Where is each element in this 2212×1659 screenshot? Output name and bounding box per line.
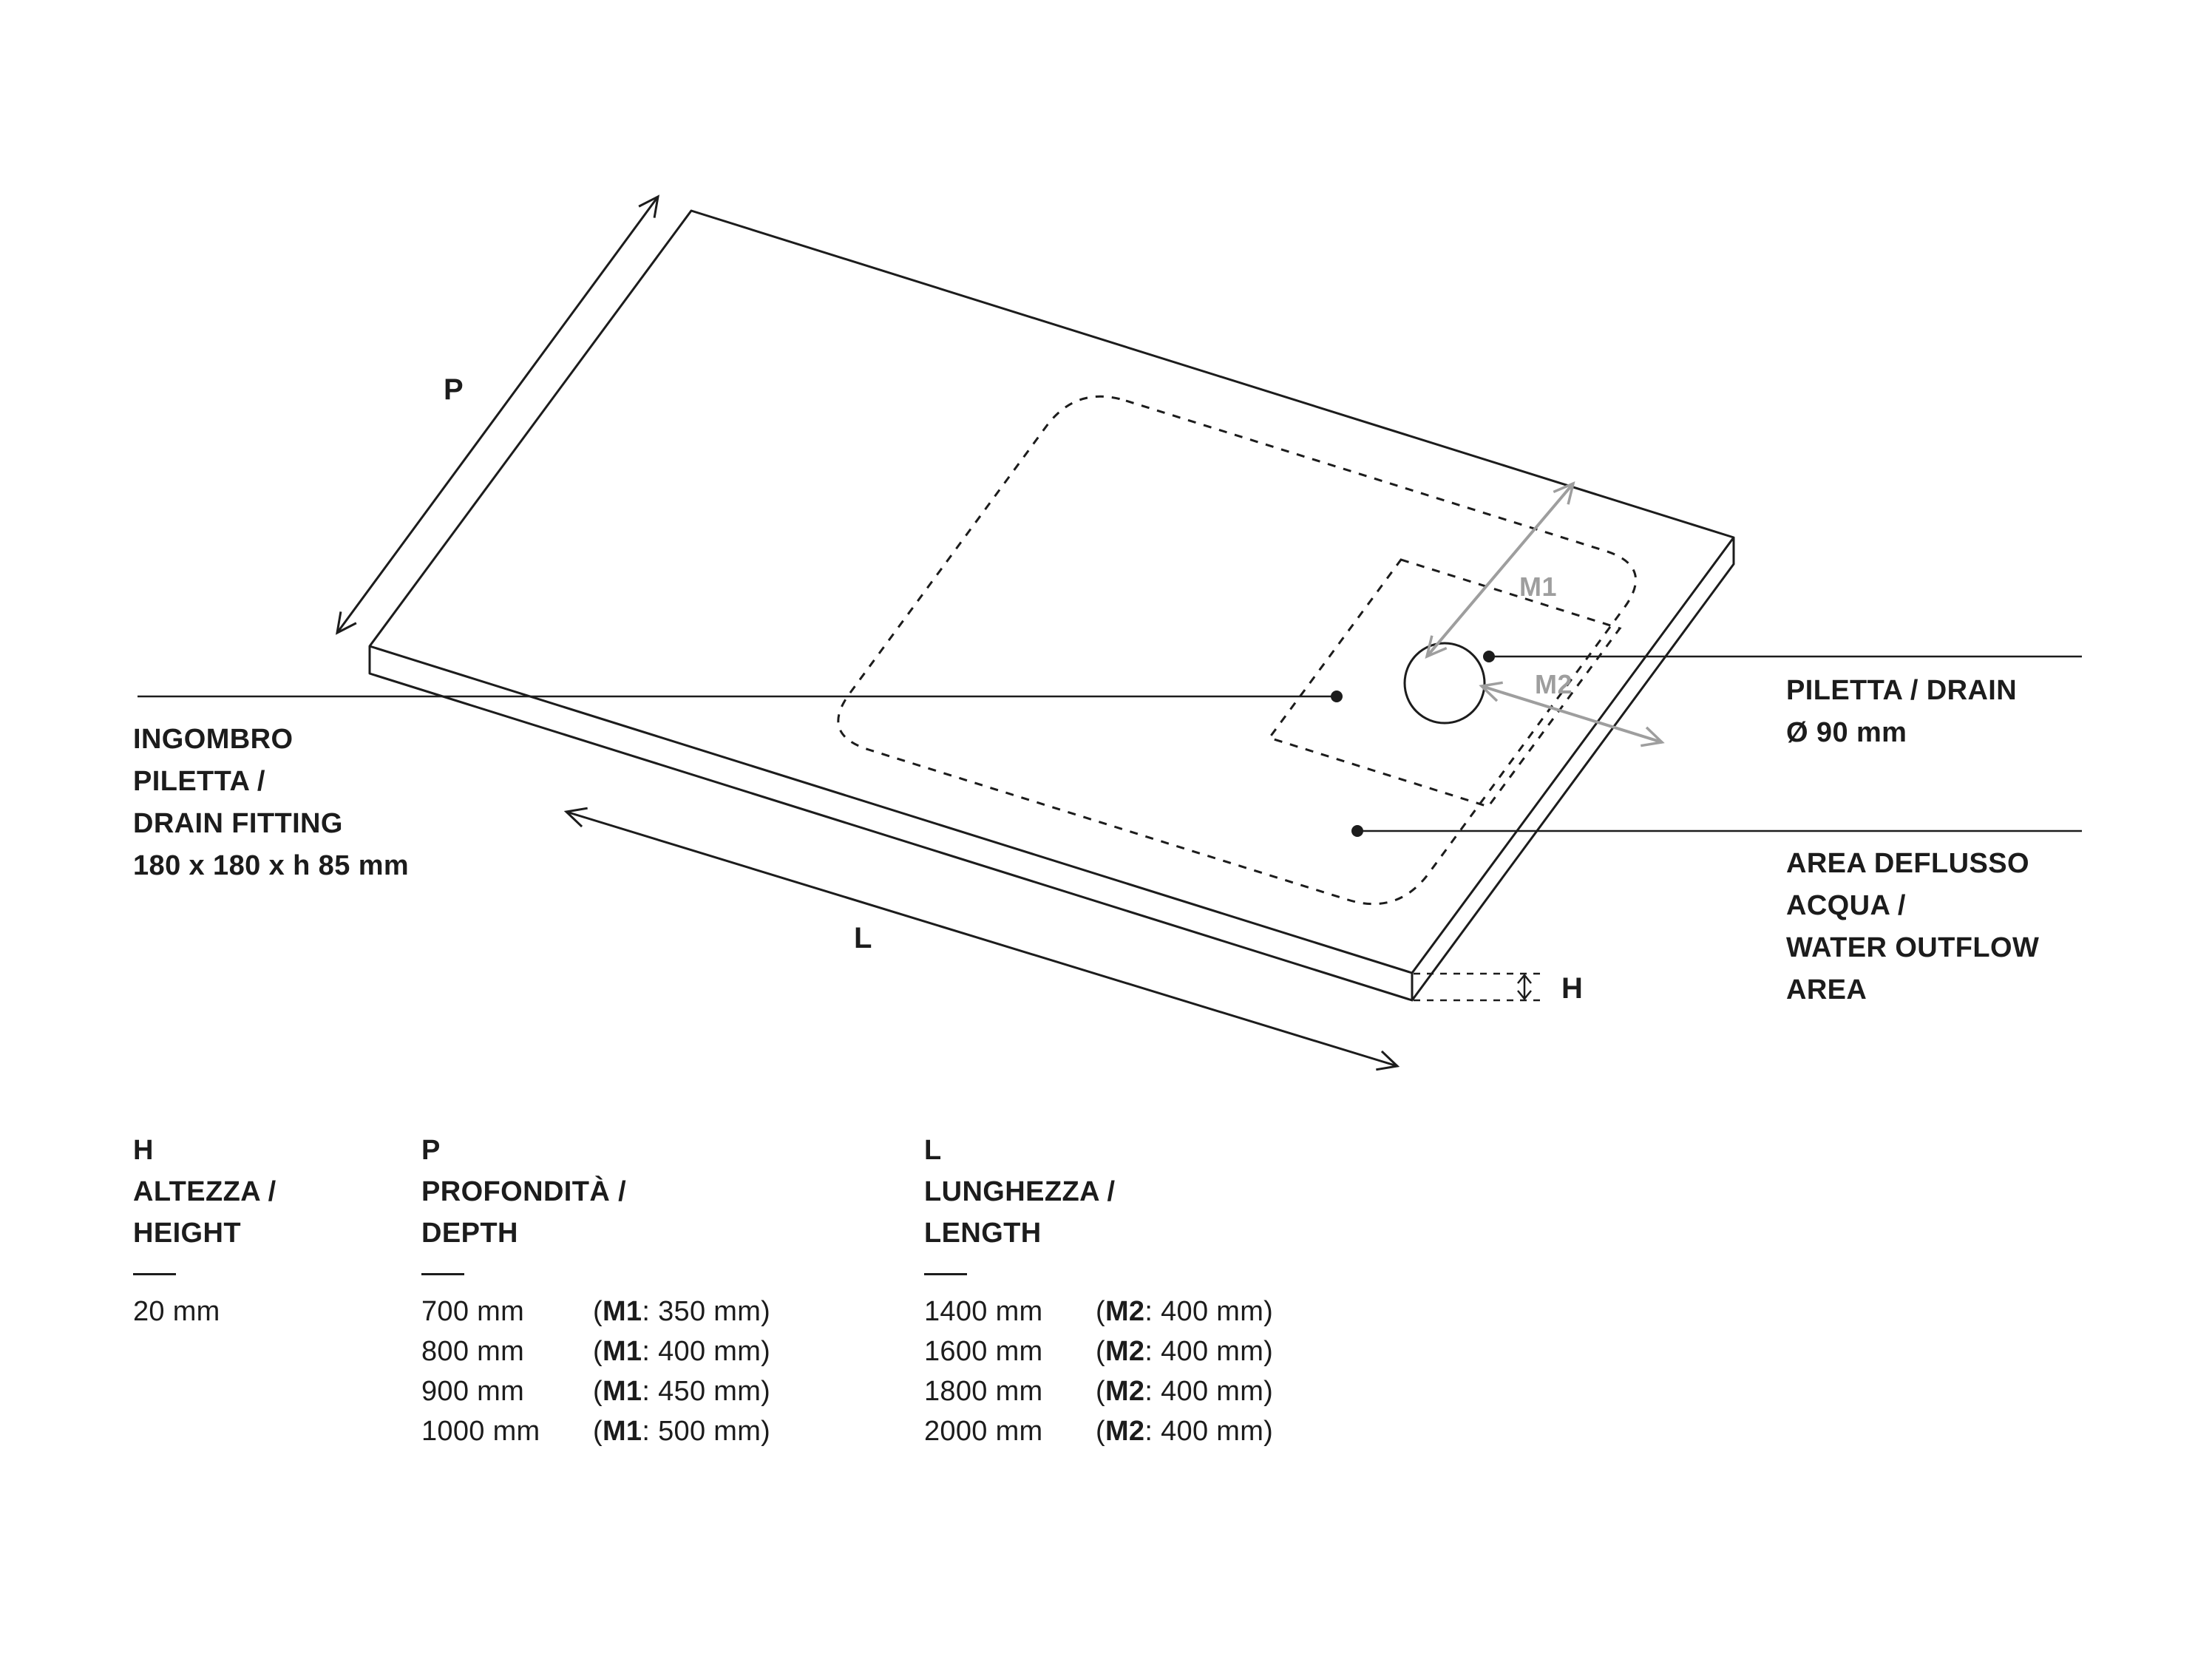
legend-depth-heading: P PROFONDITÀ / DEPTH [421, 1130, 770, 1254]
callout-drain-fitting: INGOMBRO PILETTA / DRAIN FITTING 180 x 1… [133, 719, 409, 887]
legend-height: H ALTEZZA / HEIGHT 20 mm [133, 1130, 305, 1331]
callout-line: 180 x 180 x h 85 mm [133, 850, 410, 881]
legend-value-row: 700 mm(M1: 350 mm) [421, 1296, 771, 1327]
legend-value-row: 1400 mm(M2: 400 mm) [924, 1296, 1274, 1327]
callout-line: ACQUA / [1786, 890, 1906, 921]
m2-dimension-arrow [1479, 681, 1665, 747]
callout-line: DRAIN FITTING [133, 808, 343, 839]
legend-name-it: PROFONDITÀ / [421, 1176, 627, 1207]
callout-line: AREA DEFLUSSO [1786, 848, 2029, 879]
legend-letter: P [421, 1135, 441, 1166]
depth-dimension-arrow [336, 194, 659, 635]
callout-line: PILETTA / DRAIN [1786, 675, 2018, 706]
m1-dim-label: M1 [1519, 571, 1557, 602]
legend-value-row: 1000 mm(M1: 500 mm) [421, 1416, 771, 1447]
legend-value-row: 2000 mm(M2: 400 mm) [924, 1416, 1274, 1447]
callout-line: WATER OUTFLOW [1786, 932, 2040, 963]
legend-length-heading: L LUNGHEZZA / LENGTH [924, 1130, 1273, 1254]
legend-depth: P PROFONDITÀ / DEPTH 700 mm(M1: 350 mm) … [421, 1130, 770, 1451]
legend-value-row: 1600 mm(M2: 400 mm) [924, 1336, 1274, 1367]
height-dim-label: H [1561, 972, 1583, 1005]
callout-line: PILETTA / [133, 766, 265, 797]
m1-dimension-arrow [1425, 481, 1575, 659]
outflow-leader-dot [1351, 825, 1363, 837]
legend-length: L LUNGHEZZA / LENGTH 1400 mm(M2: 400 mm)… [924, 1130, 1273, 1451]
height-indicator [1414, 972, 1544, 1002]
legend-name-en: DEPTH [421, 1218, 518, 1249]
callout-line: INGOMBRO [133, 724, 294, 755]
drain-leader-dot [1483, 651, 1495, 662]
legend-value-row: 20 mm [133, 1292, 305, 1331]
legend-name-it: ALTEZZA / [133, 1176, 276, 1207]
legend-letter: L [924, 1135, 942, 1166]
legend-name-en: HEIGHT [133, 1218, 241, 1249]
legend-value-row: 900 mm(M1: 450 mm) [421, 1376, 771, 1407]
legend-divider [133, 1273, 176, 1275]
legend-divider [924, 1273, 967, 1275]
length-dimension-arrow [563, 807, 1400, 1071]
legend-name-en: LENGTH [924, 1218, 1042, 1249]
leader-lines [138, 655, 2082, 832]
depth-dim-label: P [444, 373, 464, 406]
legend-height-heading: H ALTEZZA / HEIGHT [133, 1130, 305, 1254]
drain-circle [1403, 642, 1486, 725]
legend-value-row: 1800 mm(M2: 400 mm) [924, 1376, 1274, 1407]
legend-letter: H [133, 1135, 154, 1166]
callout-line: Ø 90 mm [1786, 717, 1907, 748]
tray-outline [368, 209, 1735, 1002]
m2-dim-label: M2 [1535, 669, 1573, 699]
callout-line: AREA [1786, 974, 1867, 1005]
legend-value-row: 800 mm(M1: 400 mm) [421, 1336, 771, 1367]
legend-divider [421, 1273, 464, 1275]
height-value: 20 mm [133, 1296, 220, 1327]
callout-drain: PILETTA / DRAIN Ø 90 mm [1786, 670, 2017, 754]
callout-outflow-area: AREA DEFLUSSO ACQUA / WATER OUTFLOW AREA [1786, 843, 2039, 1011]
legend-name-it: LUNGHEZZA / [924, 1176, 1116, 1207]
length-dim-label: L [854, 922, 872, 954]
drain-fitting-leader-dot [1331, 691, 1343, 702]
